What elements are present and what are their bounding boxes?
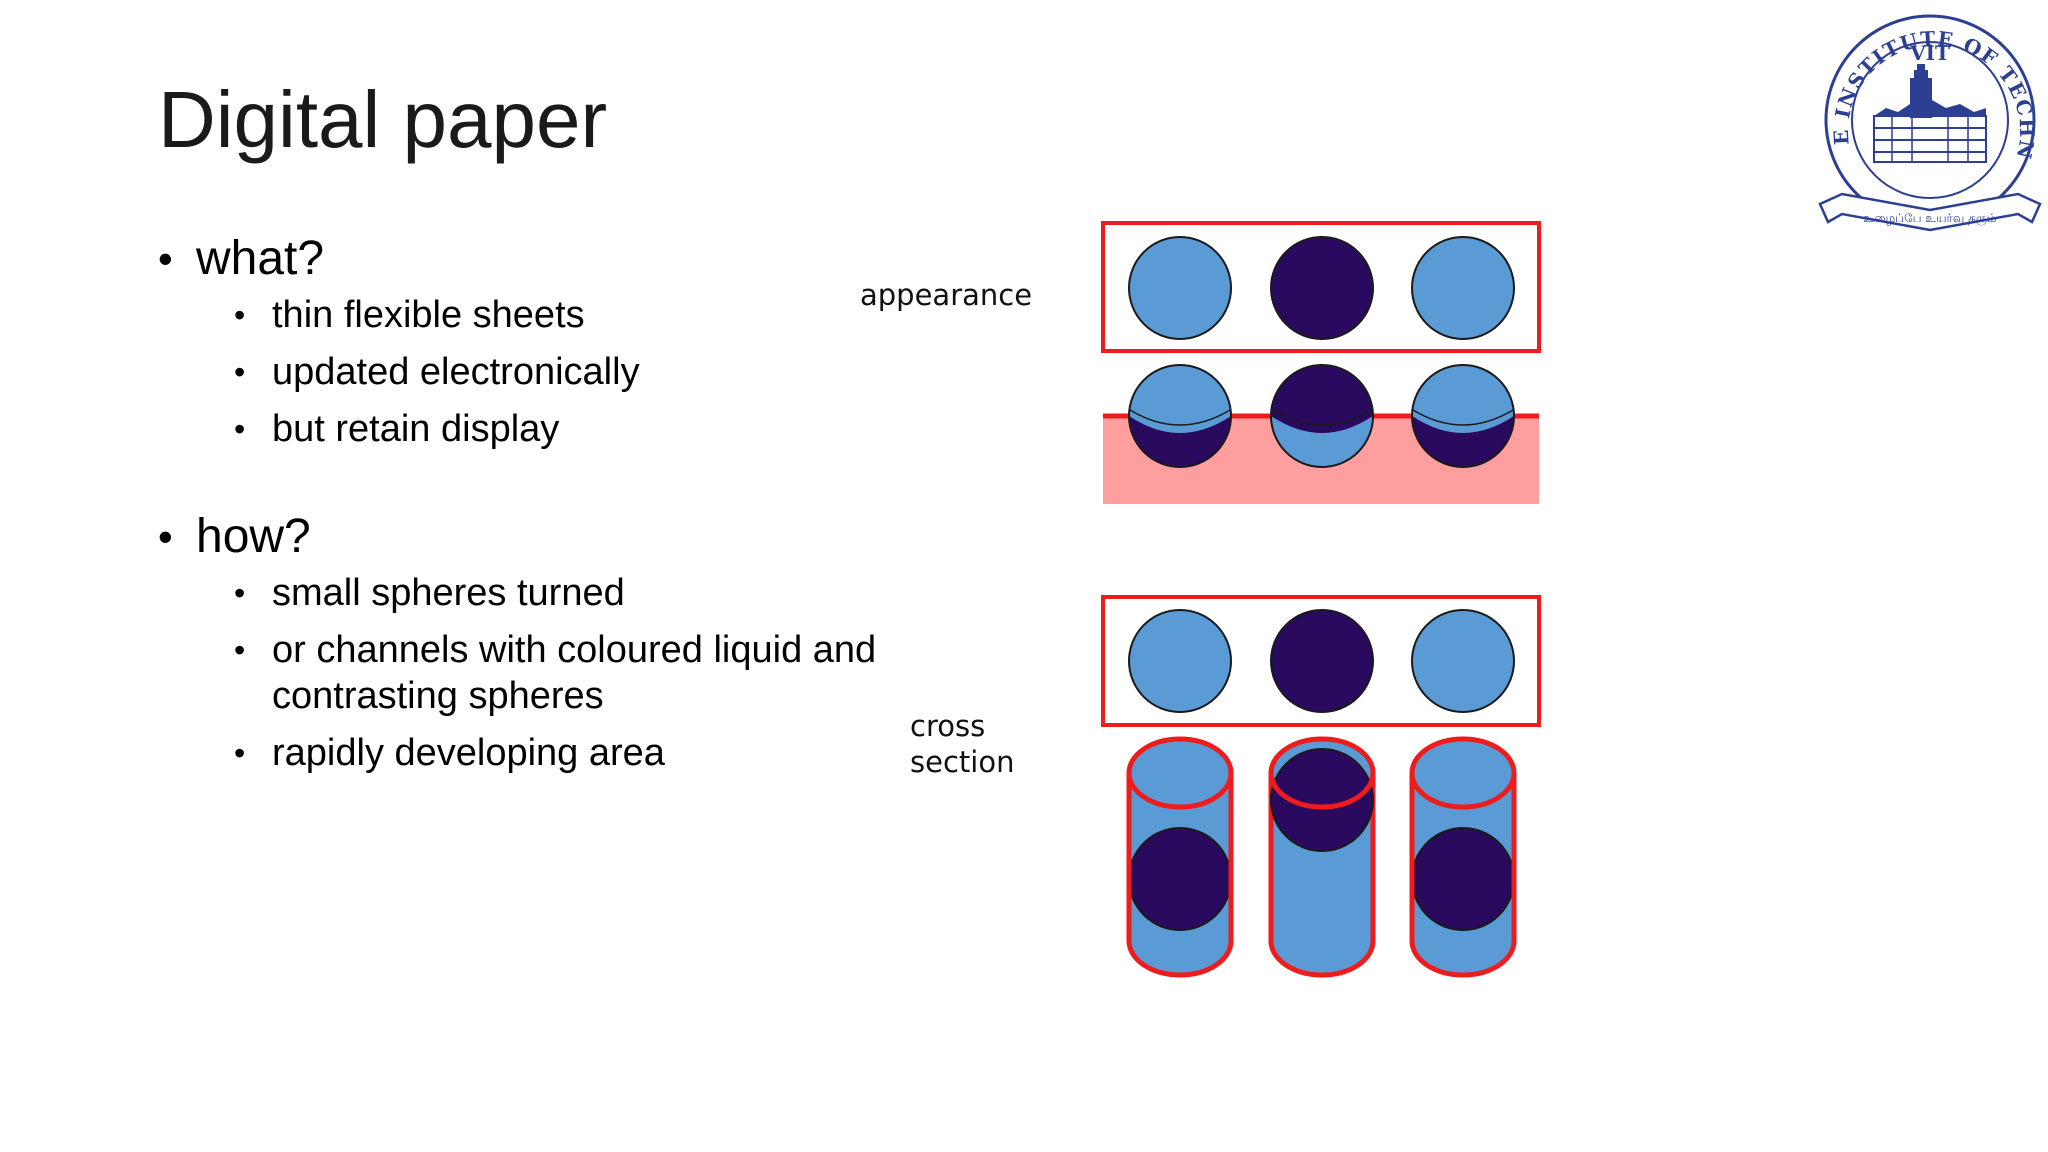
half-sphere-light-up [1411,364,1515,468]
cross-section-label: cross section [910,709,1015,779]
bullet-how: how? [158,506,878,568]
sub-bullet-list: thin flexible sheets updated electronica… [158,292,878,452]
dark-sphere [1270,609,1374,713]
appearance-label: appearance [860,278,1033,312]
liquid-channels [1126,736,1517,978]
dark-sphere [1270,236,1374,340]
slide-title: Digital paper [158,75,608,164]
rotating-spheres-substrate [1103,364,1539,504]
ribbon-icon [1818,192,2042,232]
logo-center-text: VIT [1909,41,1950,65]
sub-bullet: but retain display [234,406,878,452]
sub-bullet: or channels with coloured liquid and con… [234,627,878,719]
dark-sphere [1128,827,1232,931]
light-sphere [1128,236,1232,340]
appearance-frame-top [1101,221,1541,353]
channel [1409,736,1517,978]
appearance-frame-bottom [1101,595,1541,727]
sub-bullet: thin flexible sheets [234,292,878,338]
bullet-list: what? thin flexible sheets updated elect… [158,228,878,830]
fort-icon [1873,64,1987,163]
light-sphere [1411,236,1515,340]
sub-bullet: small spheres turned [234,570,878,616]
light-sphere [1411,609,1515,713]
light-sphere [1128,609,1232,713]
sub-bullet: updated electronically [234,349,878,395]
bullet-group-how: how? small spheres turned or channels wi… [158,506,878,776]
bullet-what: what? [158,228,878,290]
channel [1126,736,1234,978]
half-sphere-light-up [1128,364,1232,468]
dark-sphere [1270,748,1374,852]
half-sphere-dark-up [1270,364,1374,468]
bullet-group-what: what? thin flexible sheets updated elect… [158,228,878,452]
logo-motto: உழைப்பே உயர்வு தரும் [1863,211,1996,226]
dark-sphere [1411,827,1515,931]
vit-logo: VELLORE INSTITUTE OF TECHNOLOGY VIT உழைப… [1812,0,2042,232]
sub-bullet-list: small spheres turned or channels with co… [158,570,878,776]
channel [1268,736,1376,978]
sub-bullet: rapidly developing area [234,730,878,776]
